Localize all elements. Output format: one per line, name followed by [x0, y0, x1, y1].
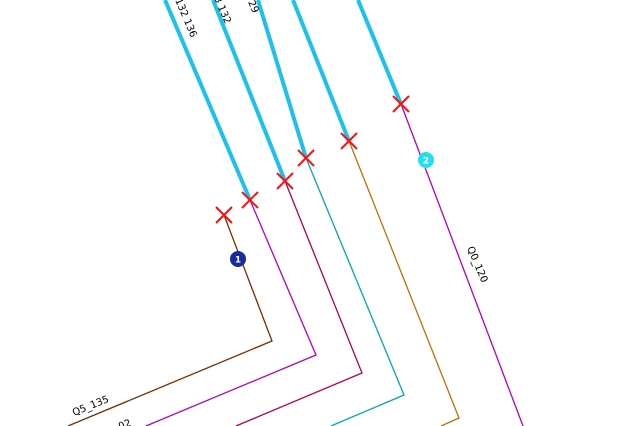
cable-line[interactable] [356, 0, 403, 105]
cross-icon[interactable] [392, 95, 410, 113]
marker-1[interactable]: 1 [230, 251, 246, 267]
cable-lines [163, 0, 403, 201]
cable-label: 29 [245, 0, 260, 15]
marker-2-label: 2 [423, 157, 429, 167]
route-orange[interactable] [348, 140, 460, 426]
cross-icon[interactable] [241, 191, 259, 209]
cross-icon[interactable] [276, 172, 294, 190]
route-label-q0: Q0_120 [464, 245, 489, 285]
cable-line[interactable] [211, 0, 287, 182]
cable-label: 132 136 [172, 0, 198, 39]
cable-line[interactable] [256, 0, 308, 159]
marker-1-label: 1 [235, 256, 241, 266]
cut-markers [215, 95, 410, 224]
cable-line[interactable] [163, 0, 252, 201]
route-purple[interactable] [145, 199, 317, 426]
cable-label: 3 132 [211, 0, 232, 26]
cross-icon[interactable] [215, 206, 233, 224]
route-purple-2[interactable] [400, 103, 524, 426]
route-crimson[interactable] [235, 180, 363, 426]
cable-line[interactable] [291, 0, 351, 142]
route-lines [67, 103, 524, 426]
cross-icon[interactable] [297, 149, 315, 167]
route-label-q5: Q5_135 [71, 394, 111, 419]
route-teal[interactable] [305, 157, 405, 426]
route-label-q2: 02 [117, 418, 133, 426]
route-brown[interactable] [67, 214, 273, 426]
cross-icon[interactable] [340, 132, 358, 150]
marker-2[interactable]: 2 [418, 152, 434, 168]
